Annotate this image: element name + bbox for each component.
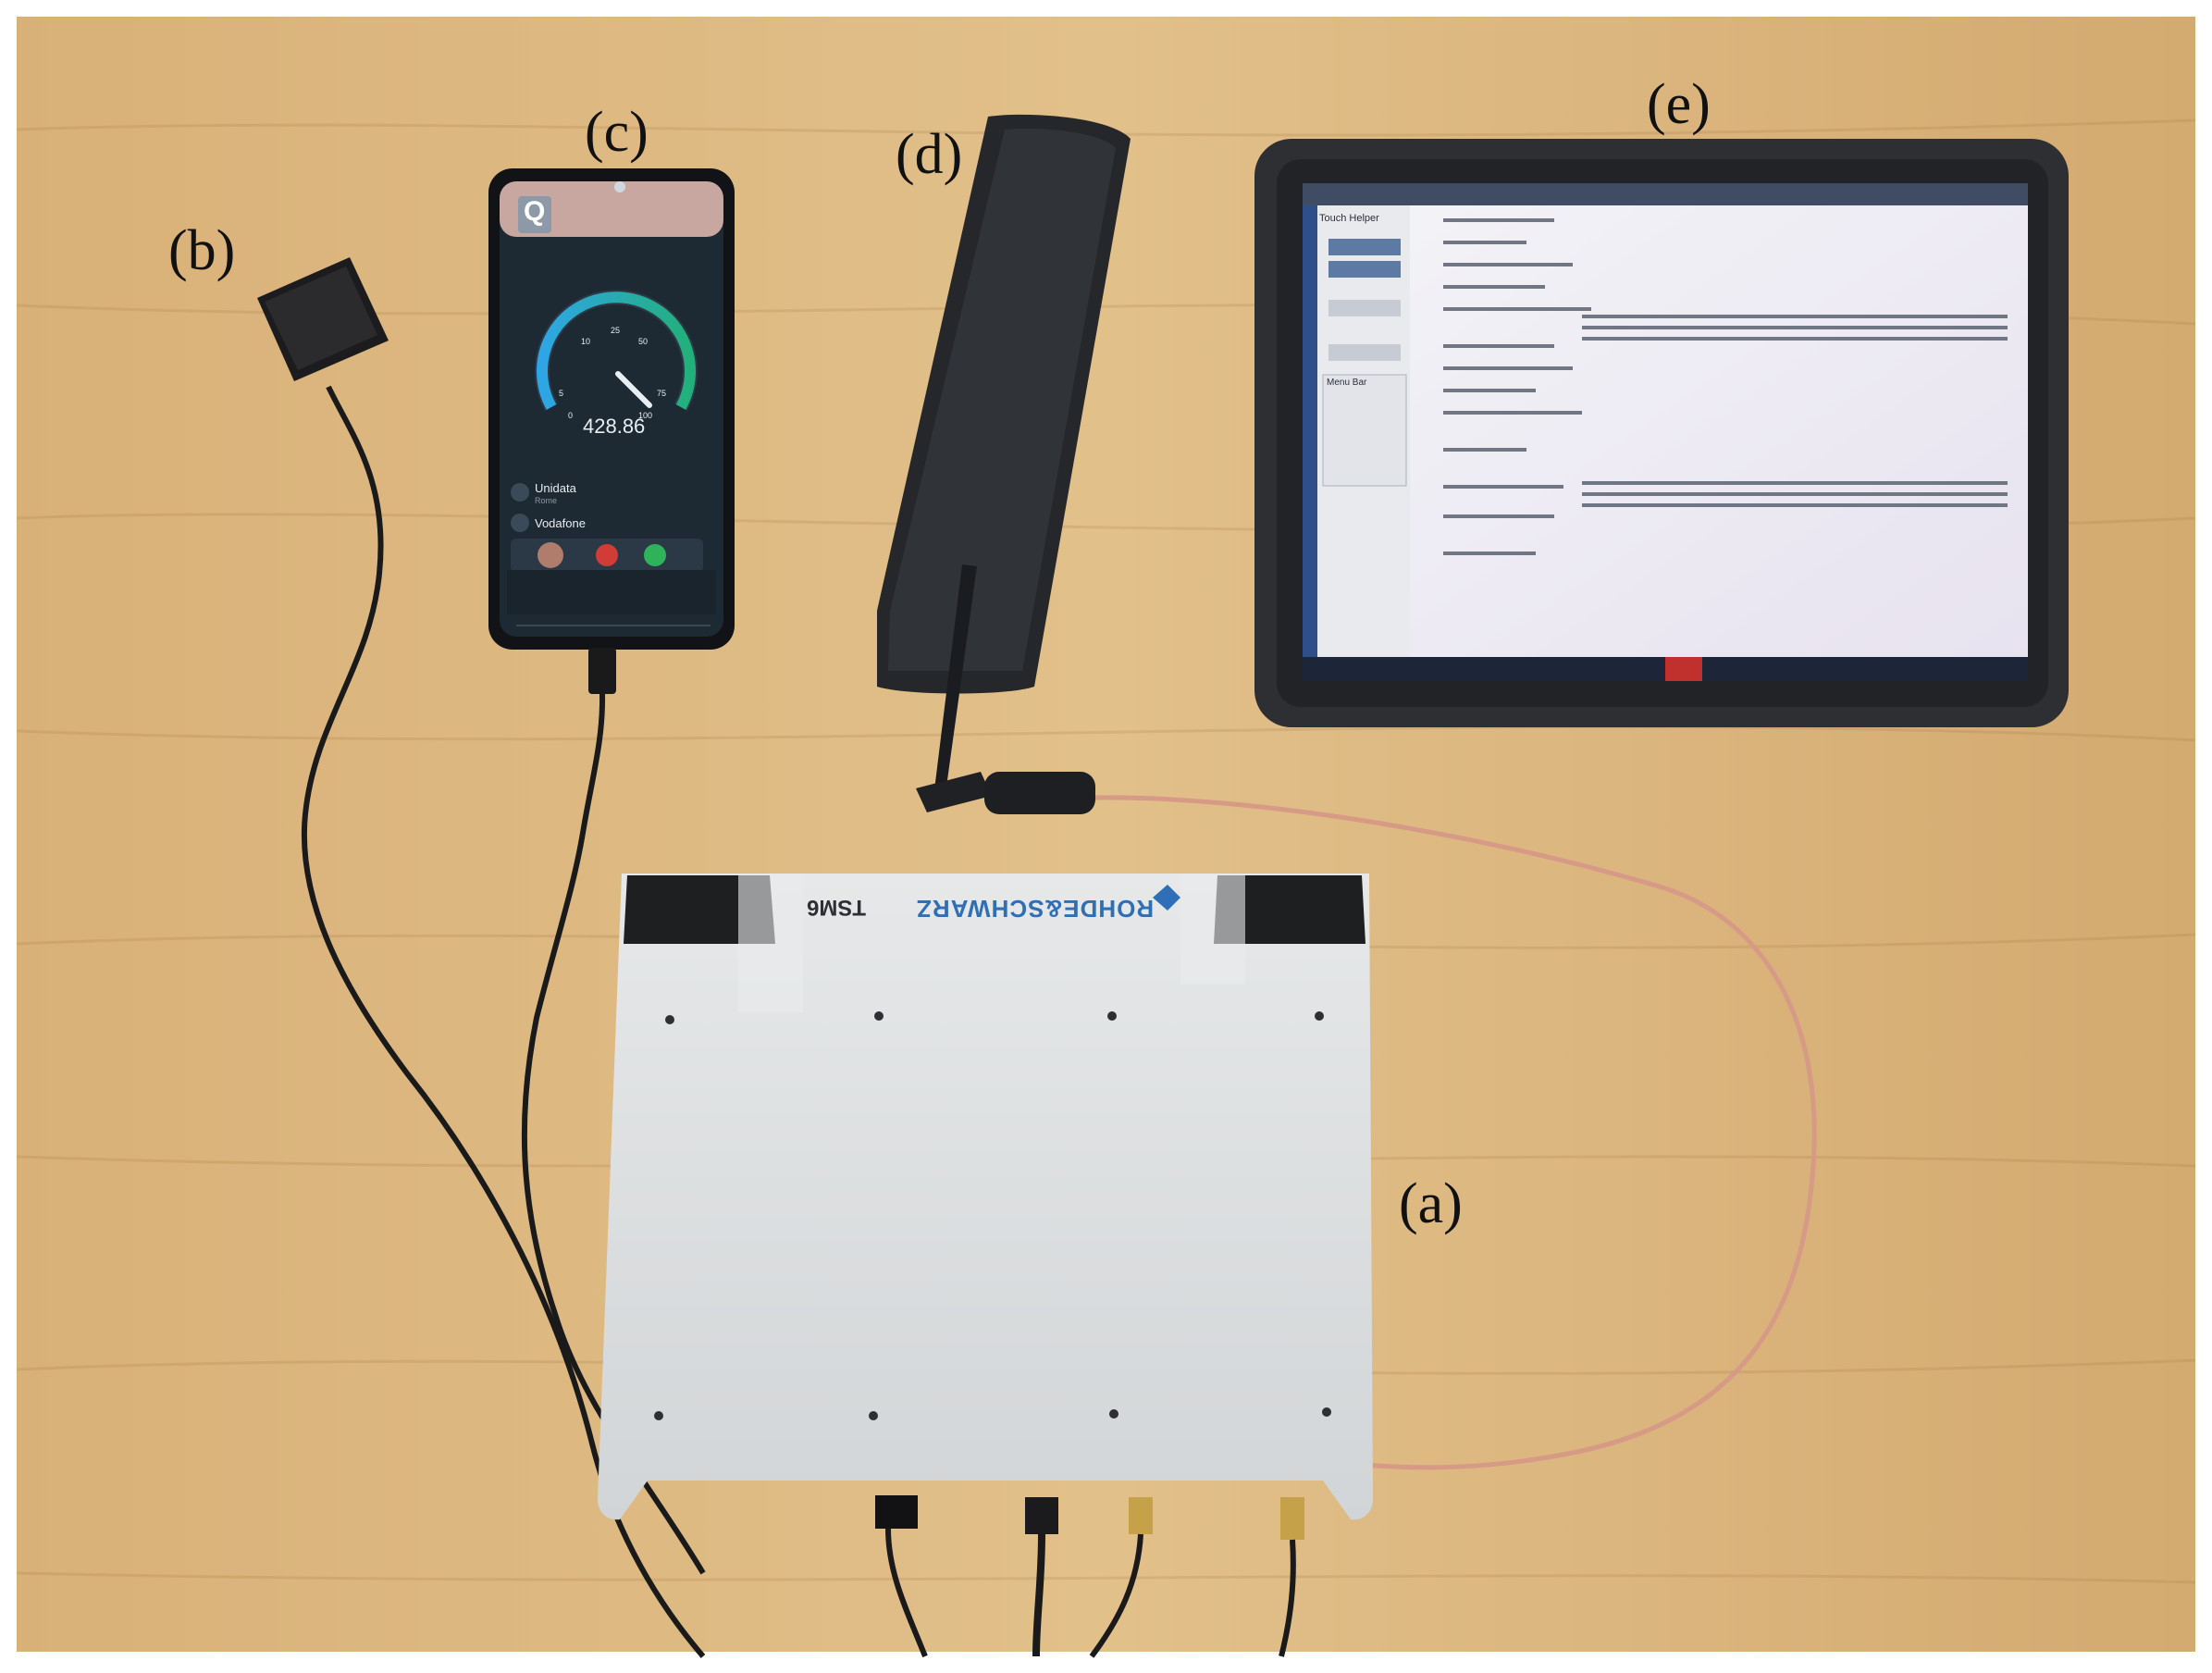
- model-label: TSM6: [807, 895, 867, 920]
- tablet-icon: [1254, 139, 2069, 727]
- brand-label: ROHDE&SCHWARZ: [916, 895, 1155, 923]
- label-e: (e): [1647, 73, 1711, 136]
- label-b: (b): [168, 219, 236, 282]
- scanner-device-icon: [598, 874, 1373, 1658]
- gauge-tick-6: 100: [638, 411, 653, 420]
- gauge-tick-0: 0: [568, 411, 574, 420]
- rf-antenna-icon: [877, 114, 1817, 1470]
- label-a: (a): [1399, 1172, 1463, 1235]
- phone-icon: [488, 168, 735, 1575]
- gauge-tick-4: 50: [638, 337, 649, 346]
- gauge-tick-5: 75: [657, 389, 667, 398]
- operator-sub-1: Rome: [535, 496, 558, 505]
- speed-value: 428.86: [583, 415, 646, 438]
- operator-name-2: Vodafone: [535, 516, 586, 530]
- gps-antenna-icon: [257, 257, 706, 1658]
- gauge-tick-2: 10: [581, 337, 591, 346]
- operator-name-1: Unidata: [535, 481, 576, 495]
- gauge-tick-1: 5: [559, 389, 564, 398]
- tablet-app-title: Touch Helper: [1319, 213, 1379, 224]
- tablet-menu-title: Menu Bar: [1327, 378, 1367, 388]
- gauge-tick-3: 25: [611, 326, 621, 335]
- label-d: (d): [896, 123, 963, 186]
- label-c: (c): [585, 101, 649, 164]
- phone-app-badge: Q: [524, 196, 546, 227]
